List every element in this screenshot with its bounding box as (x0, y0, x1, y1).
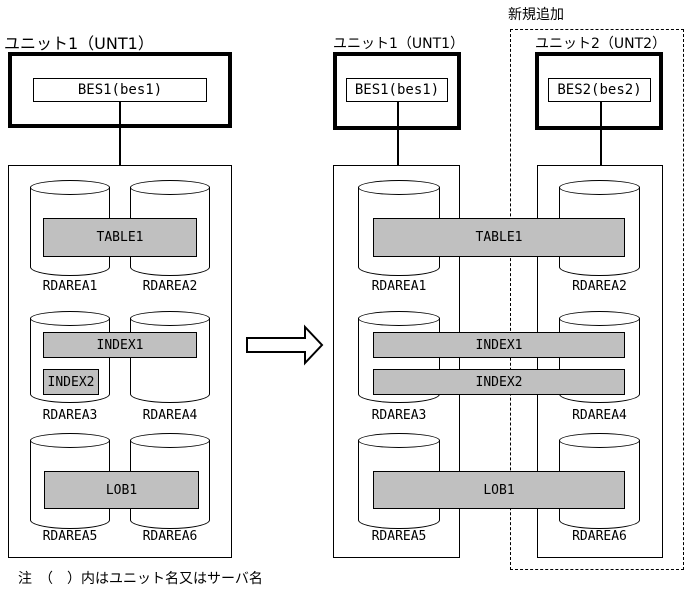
rdarea-label: RDAREA5 (42, 529, 98, 544)
lob1-bar: LOB1 (44, 471, 199, 509)
cylinder-top (30, 180, 110, 195)
rdarea-label: RDAREA6 (572, 529, 627, 544)
cylinder-top (130, 433, 210, 448)
cylinder-top (559, 180, 640, 195)
rdarea-label: RDAREA2 (142, 279, 198, 294)
after-unit1-label: ユニット1（UNT1） (333, 36, 465, 52)
lob1-bar: LOB1 (373, 471, 625, 509)
rdarea-label: RDAREA2 (572, 279, 627, 294)
after-unit2-label: ユニット2（UNT2） (535, 36, 667, 52)
rdarea-label: RDAREA5 (371, 529, 427, 544)
cylinder-top (559, 311, 640, 326)
index2-bar: INDEX2 (43, 369, 99, 395)
cylinder-top (130, 180, 210, 195)
before-connector-line (119, 101, 121, 165)
new-addition-label: 新規追加 (508, 7, 564, 23)
cylinder-top (358, 433, 440, 448)
cylinder-top (30, 433, 110, 448)
cylinder-top (358, 311, 440, 326)
transform-arrow-icon (246, 324, 324, 366)
table1-bar: TABLE1 (43, 218, 197, 257)
cylinder-body (130, 318, 210, 403)
after-connector1-line (397, 101, 399, 165)
cylinder-top (130, 311, 210, 326)
cylinder-top (358, 180, 440, 195)
rdarea-label: RDAREA6 (142, 529, 198, 544)
index2-bar: INDEX2 (373, 369, 625, 395)
cylinder-top (30, 311, 110, 326)
after-server1-box: BES1(bes1) (346, 78, 448, 102)
before-server-box: BES1(bes1) (33, 78, 207, 102)
rdarea-label: RDAREA1 (371, 279, 427, 294)
note-text: 注 （ ）内はユニット名又はサーバ名 (18, 571, 263, 587)
index1-bar: INDEX1 (373, 332, 625, 358)
rdarea-label: RDAREA4 (572, 408, 627, 423)
table1-bar: TABLE1 (373, 218, 625, 257)
new-unit-dashed-box (510, 29, 684, 570)
after-server2-box: BES2(bes2) (548, 78, 651, 102)
rdarea-label: RDAREA3 (42, 408, 98, 423)
after-connector2-line (600, 101, 602, 165)
rdarea-label: RDAREA4 (142, 408, 198, 423)
rdarea-label: RDAREA1 (42, 279, 98, 294)
rdarea-label: RDAREA3 (371, 408, 427, 423)
before-unit-label: ユニット1（UNT1） (4, 34, 154, 53)
index1-bar: INDEX1 (43, 332, 197, 358)
cylinder-top (559, 433, 640, 448)
